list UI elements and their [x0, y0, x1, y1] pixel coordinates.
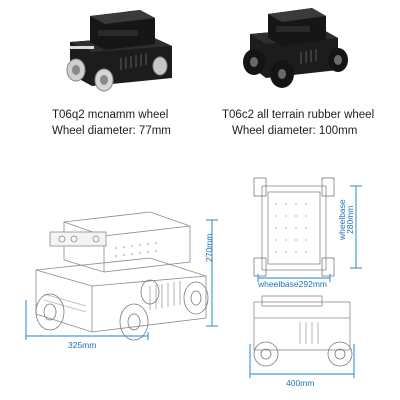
isometric-drawing — [35, 211, 209, 341]
width-dimension — [249, 344, 355, 378]
width-label: 400mm — [286, 378, 315, 388]
product-1-wheel-diameter: Wheel diameter: 77mm — [52, 125, 171, 137]
wheelbase-vertical-dimension — [350, 185, 362, 269]
wheelbase-horizontal-label: wheelbase292mm — [258, 279, 327, 289]
length-dimension — [25, 300, 149, 340]
product-1-name: T06q2 mcnamm wheel — [52, 109, 169, 121]
height-dimension — [206, 219, 218, 327]
robot-rubber-illustration — [243, 8, 348, 88]
wheelbase-horizontal-dimension — [257, 274, 331, 282]
product-2-name: T06c2 all terrain rubber wheel — [222, 109, 375, 121]
product-2-wheel-diameter: Wheel diameter: 100mm — [232, 125, 358, 137]
length-label: 325mm — [68, 340, 97, 350]
height-label: 270mm — [204, 233, 214, 262]
side-view-drawing — [253, 295, 353, 367]
robot-mecanum-illustration — [66, 10, 172, 92]
top-view-drawing — [253, 177, 335, 277]
wheelbase-vertical-label-2: 280mm — [345, 205, 355, 234]
